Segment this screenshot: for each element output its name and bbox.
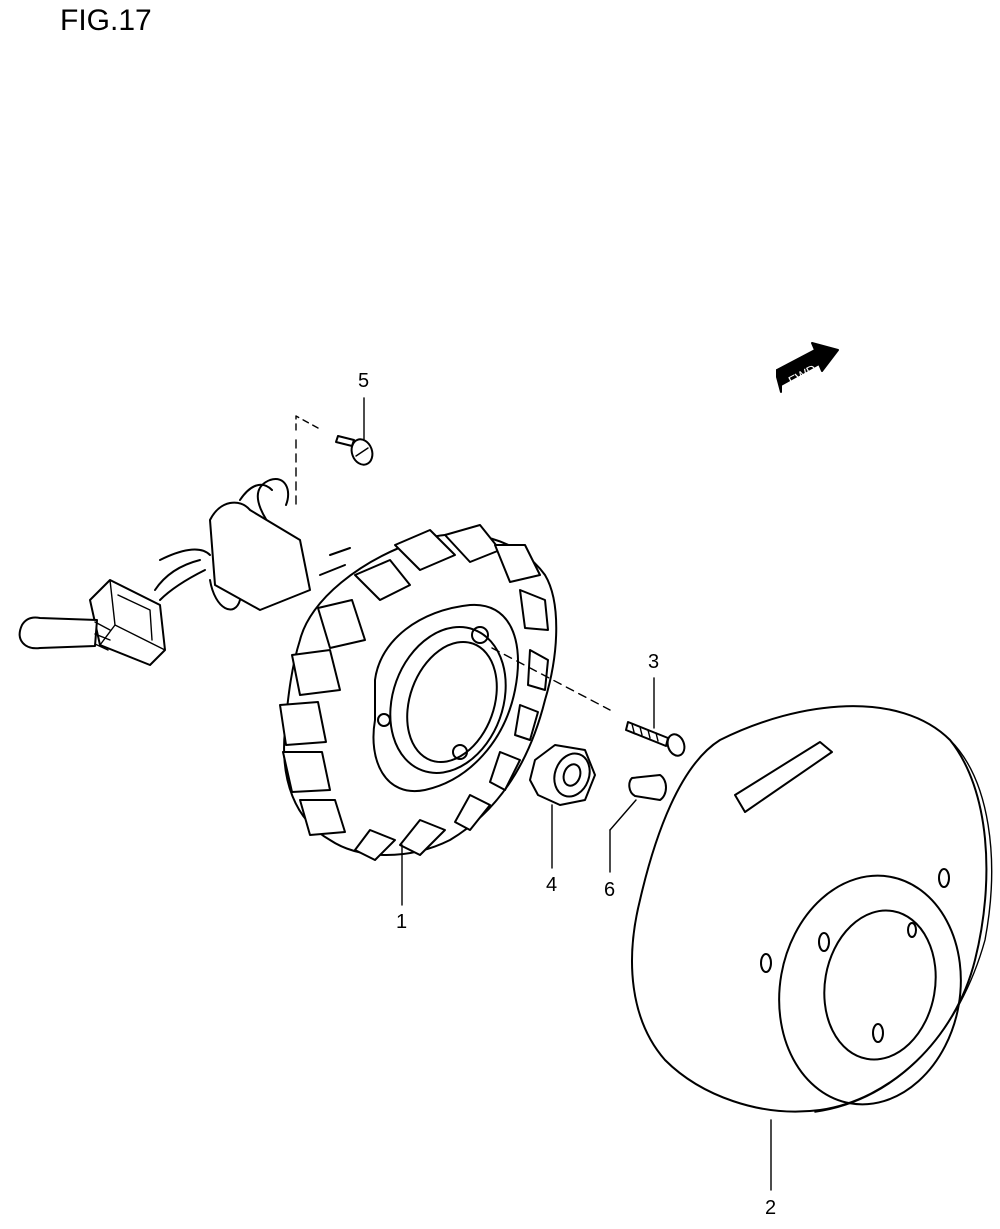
stator-part [279, 524, 558, 906]
callout-3: 3 [648, 651, 660, 673]
forward-arrow-icon: FWD [776, 342, 839, 393]
bolt-dashed-guide [295, 415, 319, 511]
screw-part [491, 647, 686, 757]
callout-5: 5 [358, 370, 370, 392]
nut-part [529, 744, 596, 869]
bolt-part [335, 397, 374, 466]
figure-title: FIG.17 [60, 4, 152, 37]
wire-connector [18, 579, 166, 666]
key-part [609, 774, 667, 873]
wire-harness [154, 478, 351, 611]
rotor-part [631, 705, 993, 1191]
callout-1: 1 [396, 911, 408, 933]
callout-4: 4 [546, 874, 558, 896]
callout-2: 2 [765, 1197, 777, 1219]
callout-6: 6 [604, 879, 616, 901]
